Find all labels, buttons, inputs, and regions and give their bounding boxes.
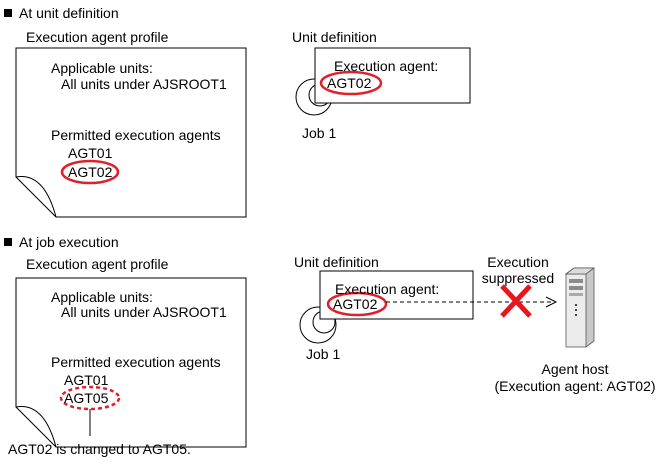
server-host-icon: [564, 267, 596, 348]
section2-job-label: Job 1: [306, 346, 341, 362]
change-note: AGT02 is changed to AGT05.: [8, 441, 191, 457]
section1-profile-title: Execution agent profile: [26, 29, 169, 45]
section2-bullet: [4, 238, 12, 246]
section1-applicable-label: Applicable units:: [51, 60, 153, 76]
section2-agent-item: AGT05: [64, 390, 109, 406]
section1-permitted-label: Permitted execution agents: [51, 127, 221, 143]
section2-agt05-dashed-highlight: [59, 385, 121, 411]
dashed-arrow-head: [545, 296, 558, 308]
section2-permitted-label: Permitted execution agents: [51, 354, 221, 370]
section1-agent-item: AGT02: [68, 164, 113, 180]
section2-profile-title: Execution agent profile: [26, 256, 169, 272]
section1-unit-agent-highlight: [319, 70, 383, 96]
execution-suppressed-line1: Execution: [487, 254, 549, 270]
section1-job-label: Job 1: [302, 125, 337, 141]
section1-unit-agent-label: Execution agent:: [334, 58, 439, 74]
execution-suppressed-line2: suppressed: [481, 270, 555, 286]
section2-unit-agent-value: AGT02: [333, 296, 378, 312]
section1-unit-title: Unit definition: [292, 29, 377, 45]
section2-profile-fold: [15, 406, 57, 448]
section2-applicable-value: All units under AJSROOT1: [61, 304, 227, 320]
section2-unit-agent-highlight: [326, 291, 388, 317]
section2-unit-agent-label: Execution agent:: [335, 281, 440, 297]
section2-applicable-label: Applicable units:: [51, 289, 153, 305]
section1-applicable-value: All units under AJSROOT1: [61, 76, 227, 92]
section2-heading: At job execution: [19, 234, 119, 250]
section1-agt02-highlight: [60, 159, 120, 185]
agent-host-label: Agent host: [541, 361, 609, 377]
section1-unit-agent-value: AGT02: [327, 75, 372, 91]
section1-profile-document: [15, 47, 247, 218]
section2-unit-title: Unit definition: [294, 254, 379, 270]
agent-host-sublabel: (Execution agent: AGT02): [494, 378, 656, 394]
section2-profile-document: [15, 277, 247, 448]
section1-agent-item: AGT01: [68, 145, 113, 161]
section1-bullet: [4, 9, 12, 17]
section1-profile-fold: [15, 176, 57, 218]
cross-icon: [500, 284, 532, 318]
section1-heading: At unit definition: [19, 5, 119, 21]
section2-agent-item: AGT01: [64, 372, 109, 388]
